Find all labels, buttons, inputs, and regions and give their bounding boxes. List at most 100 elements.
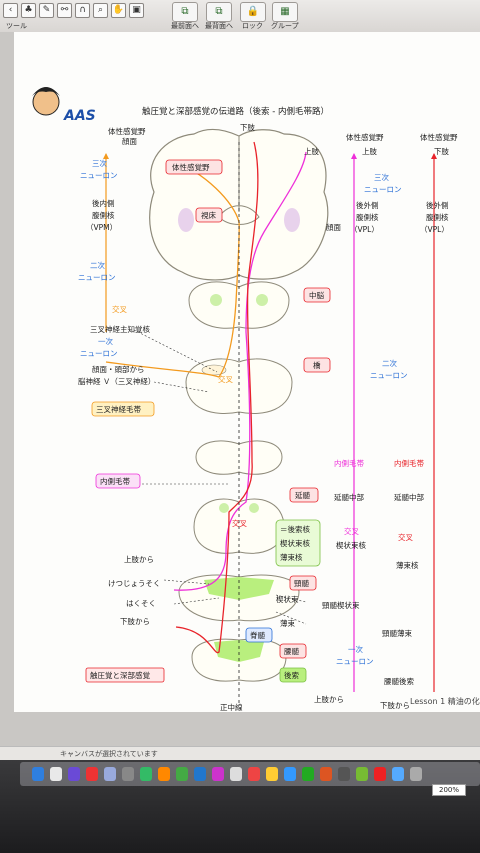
- posterior-cord-nucleus-label: ＝後索核: [280, 524, 310, 534]
- midbrain-box: [303, 287, 331, 303]
- pathway-orange: [105, 161, 240, 378]
- cuneate-fasciculus-label: 楔状束: [276, 594, 299, 604]
- safari-icon[interactable]: [50, 767, 62, 781]
- vpl-mid-label-1: 後外側: [356, 200, 379, 210]
- image-icon[interactable]: ▣: [129, 3, 144, 18]
- photos-icon[interactable]: [104, 767, 116, 781]
- second-neuron-right-2: ニューロン: [370, 371, 408, 380]
- trash-icon[interactable]: [410, 767, 422, 781]
- third-neuron-left-1: 三次: [92, 158, 107, 168]
- gracile-fasciculus-label: 薄束: [280, 618, 295, 628]
- posterior-column-label: 後索: [284, 670, 299, 680]
- thalamus-box: [195, 207, 223, 223]
- pons-label: 橋: [313, 360, 321, 370]
- face-head-label-1: 顔面・頭部から: [92, 364, 145, 374]
- brain-ventricle: [218, 205, 260, 225]
- cervical-gracile-label: 頸髄薄束: [382, 628, 412, 638]
- from-upper-bottom-label: 上肢から: [314, 694, 344, 704]
- trigeminal-lemniscus-label: 三叉神経毛帯: [96, 404, 141, 414]
- skype-icon[interactable]: [392, 767, 404, 781]
- group-button[interactable]: ▦: [272, 2, 298, 22]
- mail-icon[interactable]: [248, 767, 260, 781]
- pen-icon[interactable]: ✎: [39, 3, 54, 18]
- settings-icon[interactable]: [122, 767, 134, 781]
- calendar-icon[interactable]: [86, 767, 98, 781]
- upper-cortex-label-2: 上肢: [362, 146, 377, 156]
- app-store-icon[interactable]: [356, 767, 368, 781]
- slide-page[interactable]: AAS 触圧覚と深部感覚の伝道路（後索 - 内側毛帯路）: [14, 32, 480, 712]
- putamen-right: [284, 208, 300, 232]
- notes-icon[interactable]: [266, 767, 278, 781]
- lower-cortex-label-1: 体性感覚野: [420, 132, 458, 142]
- group-icon: ▦: [280, 6, 290, 17]
- hand-icon[interactable]: ✋: [111, 3, 126, 18]
- second-neuron-left-1: 二次: [90, 260, 105, 270]
- bring-front-button[interactable]: ⧉: [172, 2, 198, 22]
- pathway-red: [175, 141, 259, 654]
- medulla-mid-label: 延髄中部: [334, 492, 364, 502]
- excel-icon[interactable]: [302, 767, 314, 781]
- posterior-column-box: [279, 667, 307, 683]
- third-neuron-left-2: ニューロン: [80, 171, 118, 180]
- magnet-icon[interactable]: ∩: [75, 3, 90, 18]
- upper-limb-top-label: 上肢: [304, 146, 319, 156]
- bring-forward-icon: ⧉: [215, 6, 223, 17]
- pathway-diagram: AAS 触圧覚と深部感覚の伝道路（後索 - 内側毛帯路）: [32, 87, 458, 712]
- vpl-right-label-2: 腹側核: [426, 212, 449, 222]
- first-neuron-right-1: 一次: [348, 644, 363, 654]
- lock-button[interactable]: 🔒: [240, 2, 266, 22]
- bring-forward-button[interactable]: ⧉: [206, 2, 232, 22]
- itunes-icon[interactable]: [212, 767, 224, 781]
- midbrain-nucleus-left: [210, 294, 222, 306]
- pages-icon[interactable]: [158, 767, 170, 781]
- powerpoint-icon[interactable]: [320, 767, 332, 781]
- vpl-mid-label-3: （VPL）: [350, 225, 379, 234]
- third-neuron-right-1: 三次: [374, 172, 389, 182]
- vpl-right-label-3: （VPL）: [420, 225, 449, 234]
- first-neuron-left-1: 一次: [98, 336, 113, 346]
- vpl-mid-label-2: 腹側核: [356, 212, 379, 222]
- logo-hair-icon: [32, 87, 60, 96]
- bring-front-label: 最前面へ: [171, 22, 199, 30]
- numbers-icon[interactable]: [176, 767, 188, 781]
- messages-icon[interactable]: [140, 767, 152, 781]
- zoom-field[interactable]: 200%: [432, 784, 466, 796]
- cuneate-nucleus-mid-label: 楔状束核: [336, 540, 366, 550]
- from-upper-limb-label: 上肢から: [124, 554, 154, 564]
- back-icon[interactable]: ‹: [3, 3, 18, 18]
- lasso-icon[interactable]: ⚯: [57, 3, 72, 18]
- vpm-label-3: （VPM）: [86, 223, 117, 232]
- keynote-icon[interactable]: [194, 767, 206, 781]
- preview-icon[interactable]: [230, 767, 242, 781]
- dock: [0, 760, 480, 853]
- logo-text: AAS: [63, 108, 96, 124]
- app-toolbar: ‹ ♣ ✎ ⚯ ∩ ⌕ ✋ ▣ ツール ⧉ ⧉ 🔒 ▦ 最前面へ 最背面へ ロッ…: [0, 0, 480, 33]
- pons-section: [185, 358, 293, 414]
- first-neuron-right-2: ニューロン: [336, 657, 374, 666]
- pons-box: [303, 357, 331, 373]
- lock-label: ロック: [242, 22, 263, 30]
- medial-lemniscus-mid: 内側毛帯: [334, 458, 364, 468]
- acrobat-icon[interactable]: [374, 767, 386, 781]
- lower-limb-top-label: 下肢: [240, 122, 255, 132]
- app-icon[interactable]: [68, 767, 80, 781]
- slide-title: 触圧覚と深部感覚の伝道路（後索 - 内側毛帯路）: [142, 106, 329, 117]
- decussation-mid-label: 交叉: [344, 526, 359, 536]
- decussation-pons-label: 交叉: [218, 374, 233, 384]
- trigeminal-nucleus-label: 三叉神経主知覚核: [90, 324, 150, 334]
- tree-icon[interactable]: ♣: [21, 3, 36, 18]
- midline-label: 正中線: [220, 702, 243, 712]
- terminal-icon[interactable]: [338, 767, 350, 781]
- face-head-label-2: 脳神経 Ｖ（三叉神経）: [78, 376, 155, 386]
- zoom-icon[interactable]: ⌕: [93, 3, 108, 18]
- word-icon[interactable]: [284, 767, 296, 781]
- spinal-cord-box: [245, 627, 273, 643]
- vpm-label-2: 腹側核: [92, 210, 115, 220]
- finder-icon[interactable]: [32, 767, 44, 781]
- second-neuron-left-2: ニューロン: [78, 273, 116, 282]
- lumbar-cord-label: 腰髄: [284, 646, 299, 656]
- canvas-status-text: キャンバスが選択されています: [60, 750, 158, 758]
- first-neuron-left-2: ニューロン: [80, 349, 118, 358]
- face-label: 顔面: [326, 222, 341, 232]
- midbrain-nucleus-right: [256, 294, 268, 306]
